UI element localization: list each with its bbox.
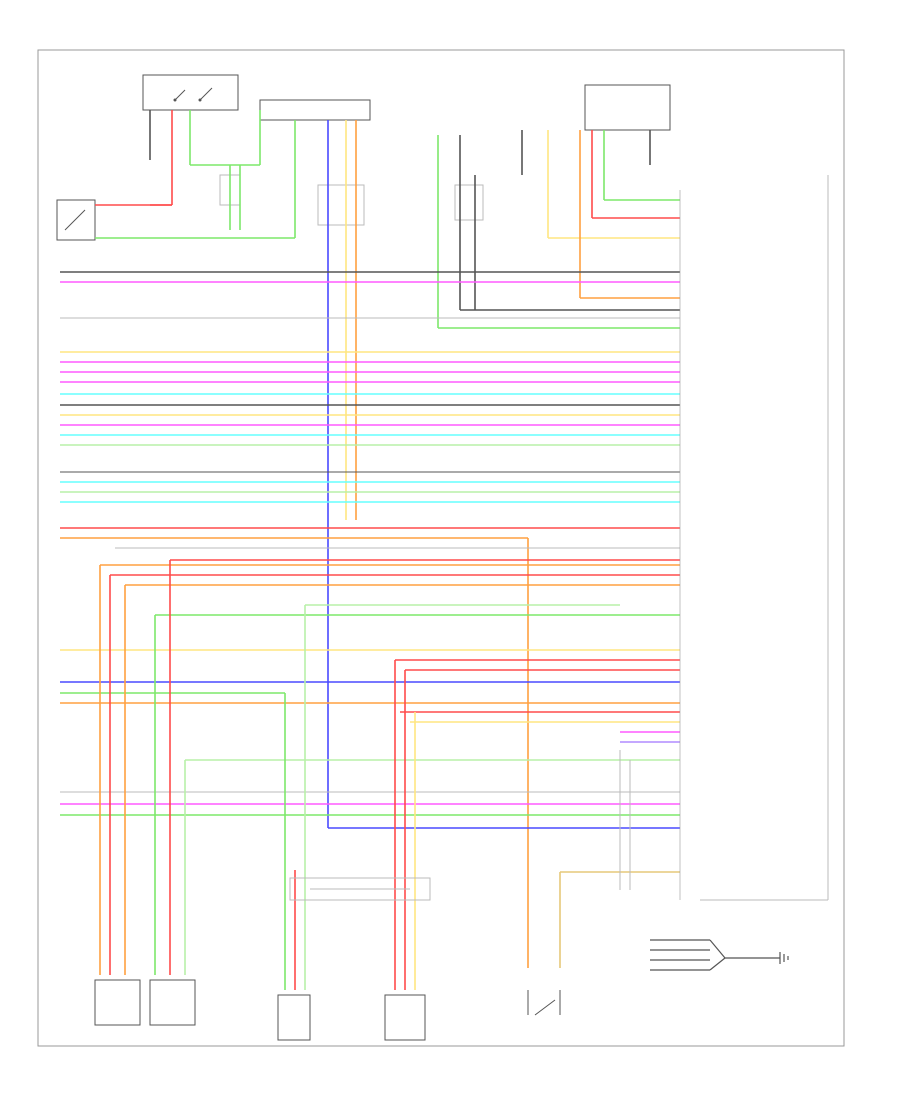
bottom-module-a	[277, 994, 311, 1041]
bottom-sensor-a	[94, 979, 141, 1026]
ground-cluster	[650, 939, 789, 971]
bottom-module-b	[384, 994, 426, 1041]
top-vertical-wires	[95, 110, 680, 828]
pedal-switch-component	[56, 199, 96, 241]
bottom-vertical-drops	[99, 560, 631, 990]
relay-right	[454, 184, 484, 221]
horizontal-wire-bands	[60, 271, 680, 968]
diagram-frame	[37, 49, 845, 1047]
relay-mid	[317, 184, 365, 226]
bottom-sensor-b	[149, 979, 196, 1026]
top-fuse-block	[259, 99, 371, 121]
bottom-brake-switch	[527, 990, 561, 1016]
top-switch-component	[142, 74, 239, 111]
bottom-connector-bar	[289, 877, 431, 901]
top-module-right	[584, 84, 671, 131]
